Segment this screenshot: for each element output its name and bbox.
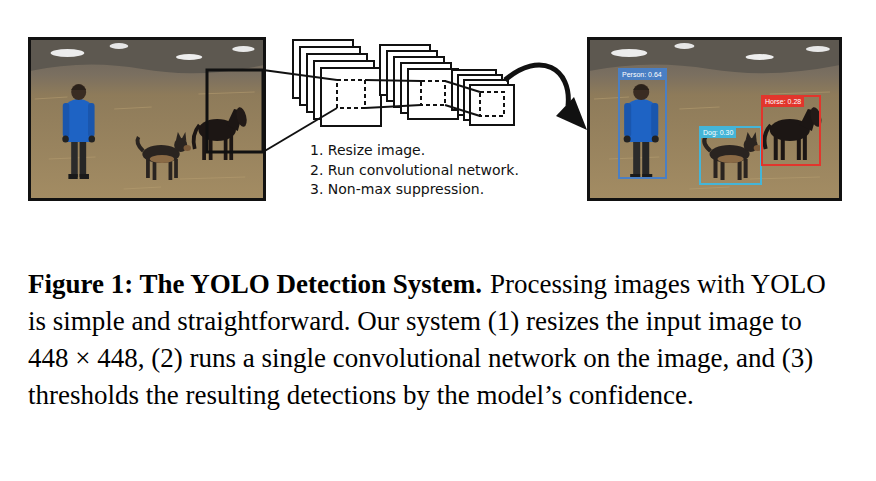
projection-lines	[263, 70, 480, 152]
input-image	[30, 39, 264, 199]
detection-box: Dog: 0.30	[699, 126, 762, 185]
step-label: 2. Run convolutional network.	[310, 161, 519, 181]
detection-label: Person: 0.64	[620, 70, 665, 80]
projection-lines	[263, 70, 337, 80]
output-arrow	[556, 97, 587, 130]
projection-lines	[445, 105, 480, 116]
cnn-layers	[321, 68, 381, 126]
figure-caption: Figure 1: The YOLO Detection System.Proc…	[28, 266, 844, 414]
projection-lines	[365, 80, 421, 81]
receptive-field	[421, 81, 445, 105]
input-image	[30, 39, 265, 200]
output-arrow	[505, 65, 587, 130]
receptive-field	[337, 80, 504, 116]
input-image	[207, 70, 263, 152]
step-label: 1. Resize image.	[310, 141, 519, 161]
detection-label: Horse: 0.28	[763, 97, 804, 107]
detection-box: Horse: 0.28	[761, 95, 821, 166]
detection-label: Dog: 0.30	[701, 128, 736, 138]
cnn-layers	[408, 69, 458, 119]
cnn-layers	[293, 40, 514, 126]
output-image	[589, 39, 841, 200]
receptive-field	[337, 80, 365, 108]
output-image	[589, 39, 840, 199]
caption-title: Figure 1: The YOLO Detection System.	[28, 269, 482, 299]
output-arrow	[505, 65, 568, 106]
projection-lines	[365, 105, 421, 108]
output-image	[589, 39, 841, 200]
input-image	[30, 39, 265, 200]
step-list: 1. Resize image.2. Run convolutional net…	[310, 141, 519, 200]
detection-box: Person: 0.64	[618, 68, 667, 179]
step-label: 3. Non-max suppression.	[310, 180, 519, 200]
projection-lines	[445, 81, 480, 92]
receptive-field	[480, 92, 504, 116]
